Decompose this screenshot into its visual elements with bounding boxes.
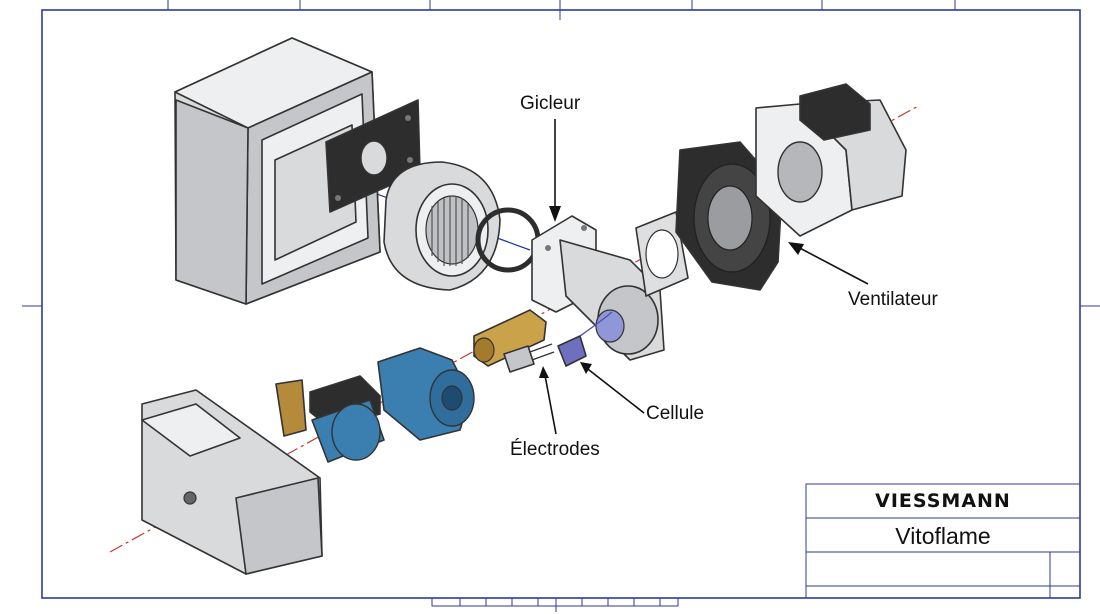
drawing-frame (22, 0, 1100, 612)
callout-cellule: Cellule (580, 362, 704, 424)
blower-wheel-icon (383, 161, 501, 291)
nozzle-block-icon (531, 215, 665, 361)
motor-icon (755, 83, 907, 237)
photocell-icon (557, 311, 613, 367)
valve-coil-icon (275, 375, 385, 463)
nozzle-fitting-icon (473, 309, 547, 367)
electrode-holder-icon (503, 343, 555, 373)
gasket-plate-icon (325, 99, 421, 213)
callout-gicleur: Gicleur (520, 93, 581, 222)
title-block: VIESSMANN Vitoflame (805, 483, 1081, 599)
callout-electrodes: Électrodes (510, 366, 600, 460)
label-gicleur: Gicleur (520, 93, 581, 114)
label-cellule: Cellule (646, 403, 704, 424)
brand-logo: VIESSMANN (875, 490, 1011, 512)
label-electrodes: Électrodes (510, 439, 600, 460)
pump-icon (377, 347, 475, 441)
housing-icon (174, 37, 381, 305)
callout-ventilateur: Ventilateur (788, 242, 938, 310)
base-cover-icon (141, 389, 323, 575)
label-ventilateur: Ventilateur (848, 289, 938, 310)
flange-gasket-icon (635, 211, 689, 297)
product-name: Vitoflame (895, 523, 990, 549)
